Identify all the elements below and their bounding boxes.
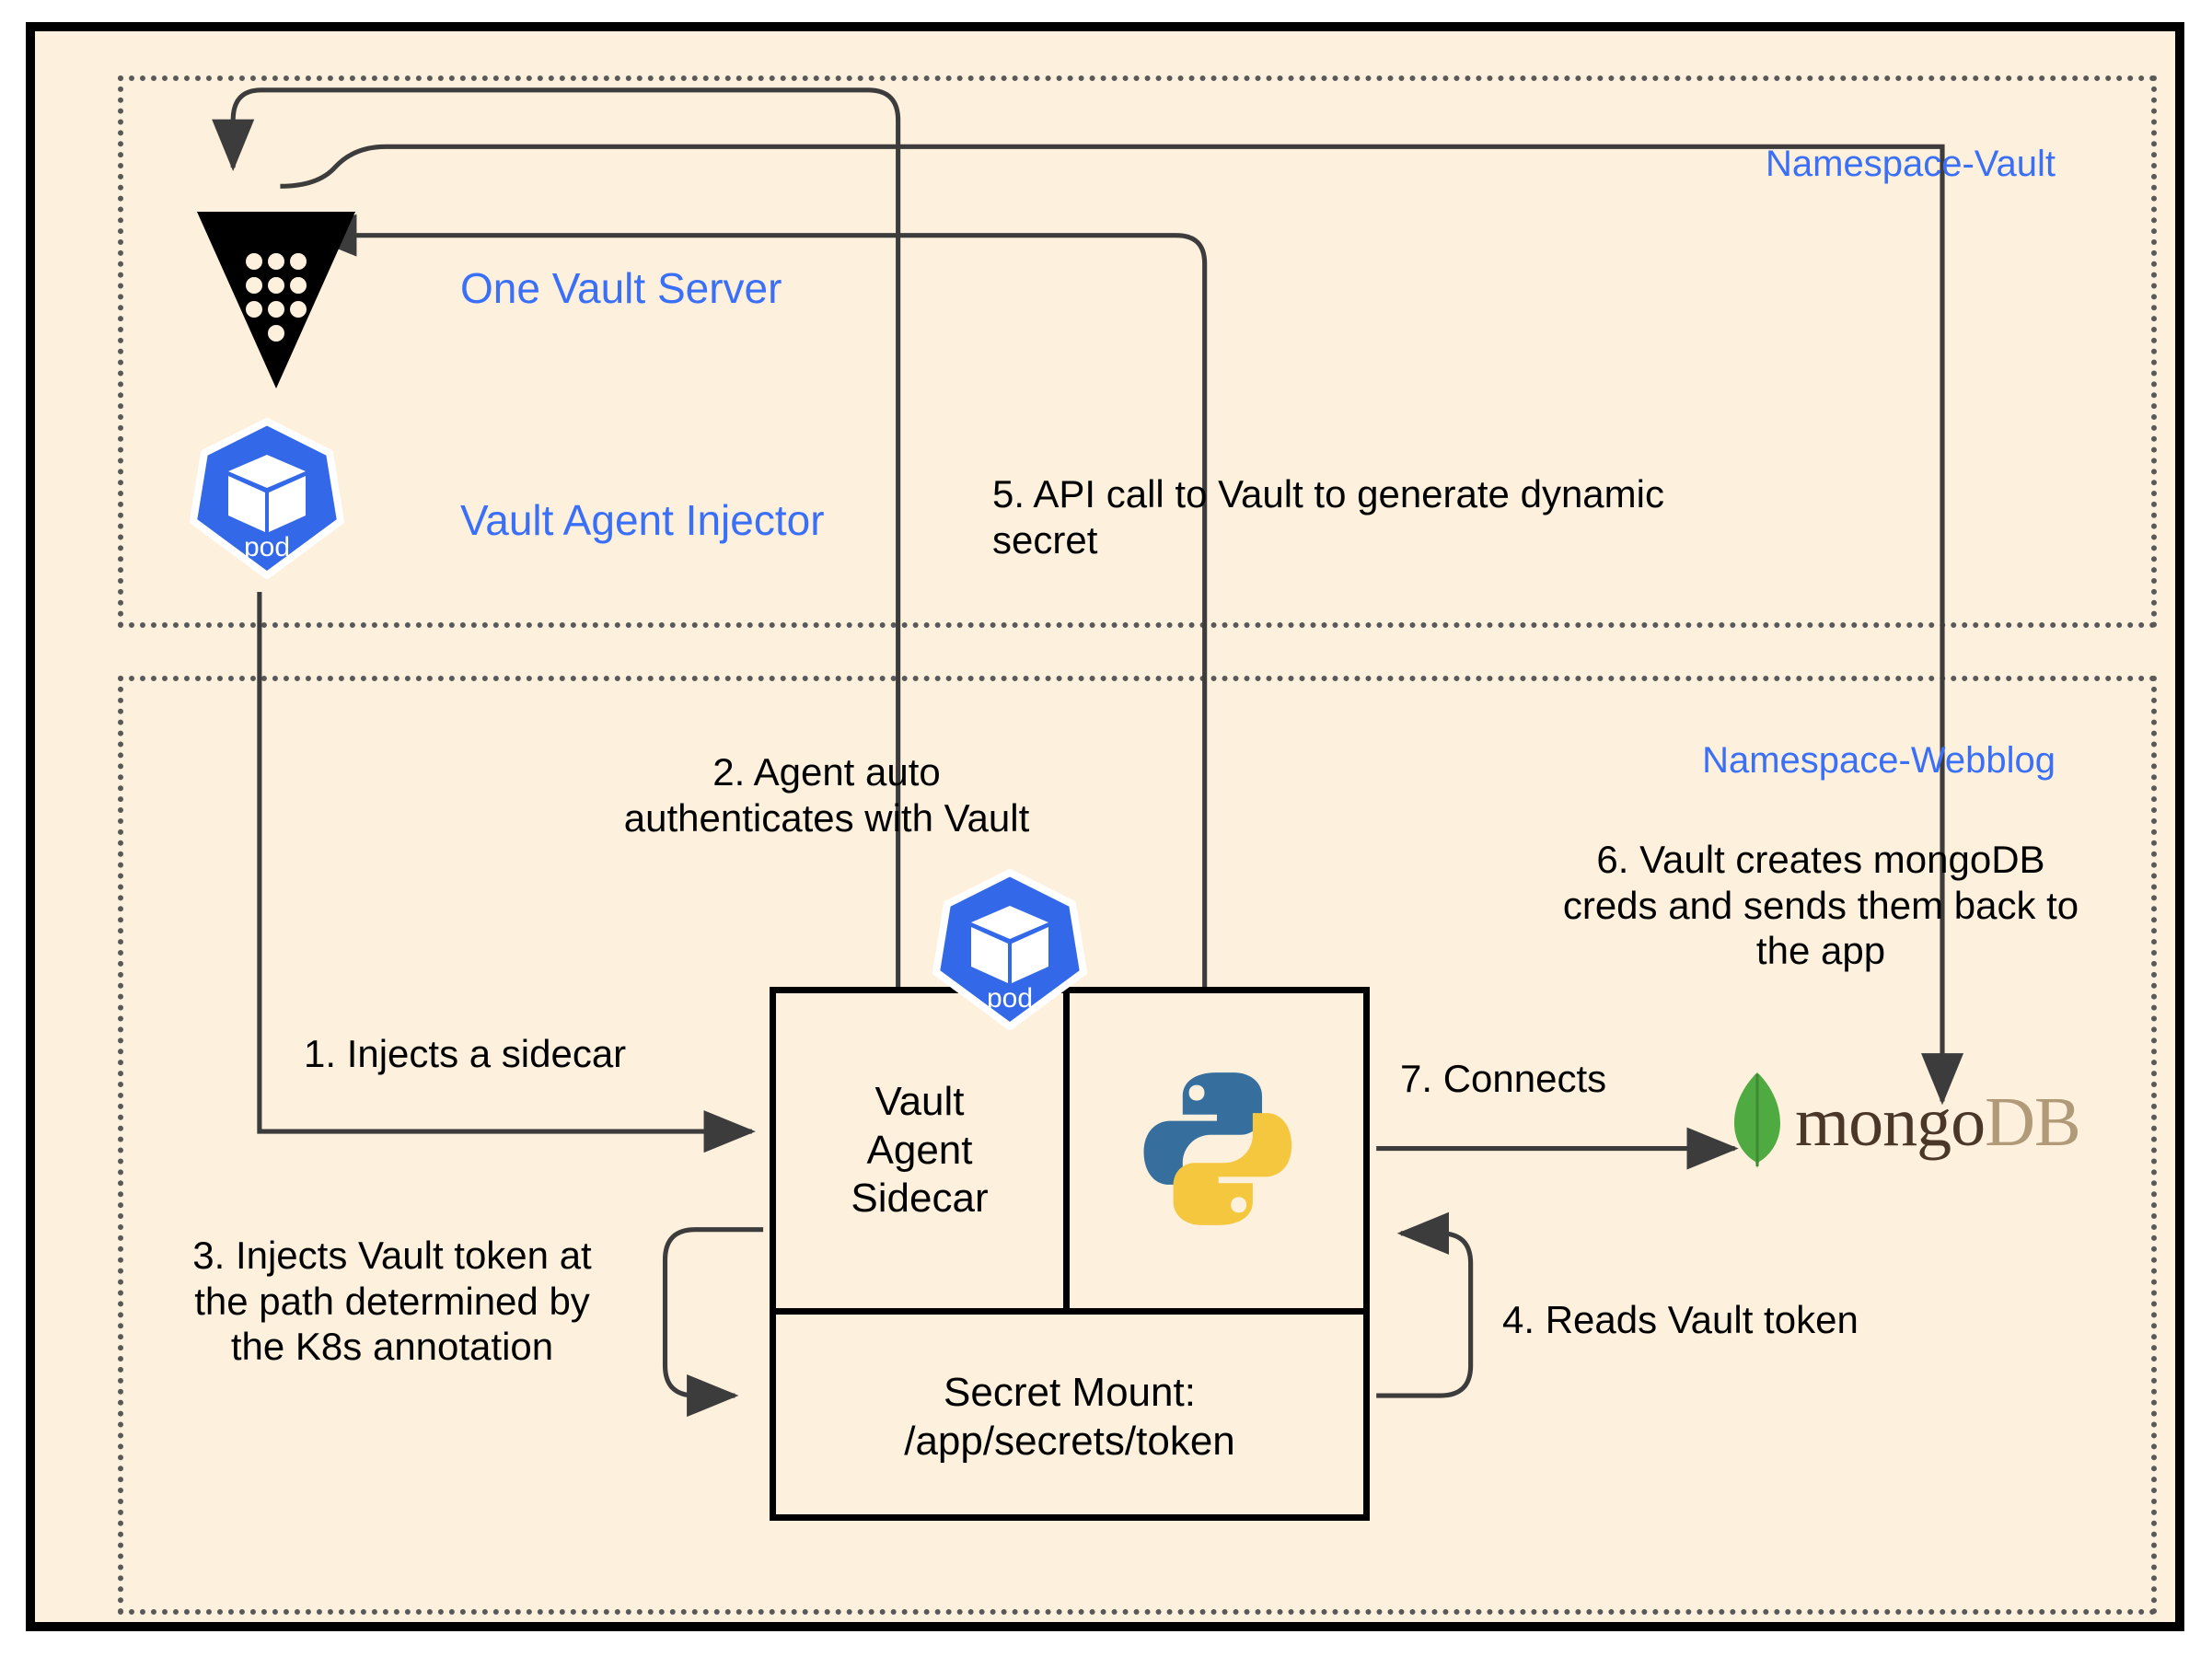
step-3-note: 3. Injects Vault token at the path deter… [125,1233,659,1370]
mongodb-name-secondary: DB [1985,1083,2081,1161]
step-2-line-1: 2. Agent auto [712,750,941,794]
diagram-outer-frame: Namespace-Vault Namespace-Webblog [26,22,2184,1631]
pod-icon-label: pod [244,532,290,562]
kubernetes-pod-icon-injector: pod [189,417,345,584]
step-3-line-3: the K8s annotation [230,1325,554,1369]
mongodb-wordmark: mongoDB [1795,1083,2081,1163]
vault-agent-sidecar-cell: Vault Agent Sidecar [776,993,1070,1308]
secret-mount-line-2: /app/secrets/token [904,1419,1235,1464]
sidecar-label-line-3: Sidecar [851,1176,989,1222]
application-pod-box: Vault Agent Sidecar Secret [770,987,1370,1521]
python-logo-icon [1131,1063,1303,1239]
step-5-line-2: secret [992,517,1098,562]
secret-mount-label: Secret Mount: /app/secrets/token [904,1369,1235,1466]
step-2-line-2: authenticates with Vault [623,795,1030,840]
vault-logo-icon [193,208,359,397]
mongodb-name-primary: mongo [1795,1083,1986,1161]
step-6-line-2: creds and sends them back to [1562,883,2079,927]
pod-icon-label: pod [987,983,1033,1014]
secret-mount-cell: Secret Mount: /app/secrets/token [776,1308,1363,1521]
namespace-vault-label: Namespace-Vault [1766,144,2056,184]
pod-box-top-row: Vault Agent Sidecar [776,993,1363,1308]
mongodb-leaf-icon [1729,1071,1786,1175]
step-5-note: 5. API call to Vault to generate dynamic… [992,471,1858,562]
vault-agent-injector-title: Vault Agent Injector [460,496,825,544]
step-1-note: 1. Injects a sidecar [304,1032,627,1075]
step-6-line-3: the app [1755,929,1886,973]
mongodb-logo: mongoDB [1729,1071,2081,1175]
step-4-note: 4. Reads Vault token [1502,1298,1859,1341]
secret-mount-line-1: Secret Mount: [944,1370,1196,1416]
step-7-note: 7. Connects [1400,1057,1607,1100]
step-6-line-1: 6. Vault creates mongoDB [1596,838,2045,881]
python-app-cell [1070,993,1363,1308]
step-5-line-1: 5. API call to Vault to generate dynamic [992,472,1664,516]
step-3-line-2: the path determined by [194,1279,590,1323]
step-6-note: 6. Vault creates mongoDB creds and sends… [1480,837,2161,974]
sidecar-label-line-1: Vault [874,1078,965,1124]
sidecar-label-line-2: Agent [866,1127,973,1173]
step-3-line-1: 3. Injects Vault token at [192,1234,592,1277]
kubernetes-pod-icon-app: pod [932,868,1088,1035]
one-vault-server-title: One Vault Server [460,264,782,312]
step-2-note: 2. Agent auto authenticates with Vault [550,749,1103,840]
vault-agent-sidecar-label: Vault Agent Sidecar [851,1078,988,1223]
namespace-webblog-label: Namespace-Webblog [1702,740,2056,781]
